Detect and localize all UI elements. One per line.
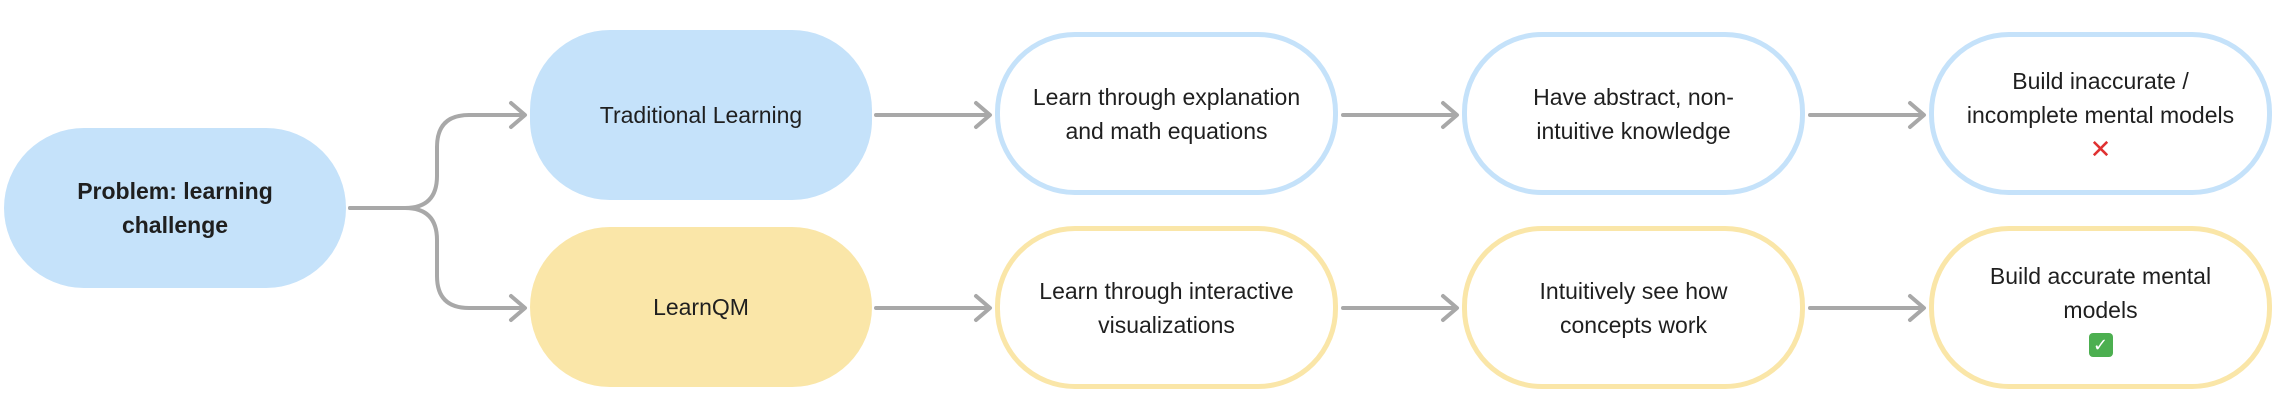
learnqm-step2-label: Intuitively see how concepts work [1539, 277, 1728, 338]
learnqm-outcome-label: Build accurate mental models [1989, 262, 2212, 323]
learnqm-outcome-node: Build accurate mental models ✓ [1929, 226, 2272, 389]
traditional-step2-label: Have abstract, non-intuitive knowledge [1533, 83, 1734, 144]
traditional-step1-label: Learn through explanation and math equat… [1032, 83, 1301, 144]
green-checkmark-icon: ✓ [2088, 332, 2113, 357]
arrowhead-bottom-1 [974, 294, 992, 322]
traditional-step1-node: Learn through explanation and math equat… [995, 32, 1338, 195]
branch-connector-bottom [348, 206, 525, 310]
traditional-learning-label: Traditional Learning [599, 102, 803, 128]
learnqm-node: LearnQM [530, 227, 872, 387]
traditional-outcome-label: Build inaccurate / incomplete mental mod… [1966, 67, 2235, 128]
arrowhead-top-2 [1441, 101, 1459, 129]
problem-label: Problem: learning challenge [77, 178, 273, 238]
learnqm-label: LearnQM [653, 294, 749, 320]
branch-connector-top [348, 113, 525, 210]
traditional-step2-node: Have abstract, non-intuitive knowledge [1462, 32, 1805, 195]
red-cross-icon: ✕ [2089, 133, 2112, 164]
arrowhead-top-1 [974, 101, 992, 129]
traditional-outcome-node: Build inaccurate / incomplete mental mod… [1929, 32, 2272, 195]
arrowhead-learnqm [509, 294, 527, 322]
learnqm-step2-node: Intuitively see how concepts work [1462, 226, 1805, 389]
arrowhead-bottom-3 [1908, 294, 1926, 322]
arrowhead-traditional [509, 101, 527, 129]
traditional-learning-node: Traditional Learning [530, 30, 872, 200]
problem-node: Problem: learning challenge [4, 128, 346, 288]
arrowhead-top-3 [1908, 101, 1926, 129]
arrowhead-bottom-2 [1441, 294, 1459, 322]
learnqm-step1-label: Learn through interactive visualizations [1039, 277, 1294, 338]
learnqm-step1-node: Learn through interactive visualizations [995, 226, 1338, 389]
